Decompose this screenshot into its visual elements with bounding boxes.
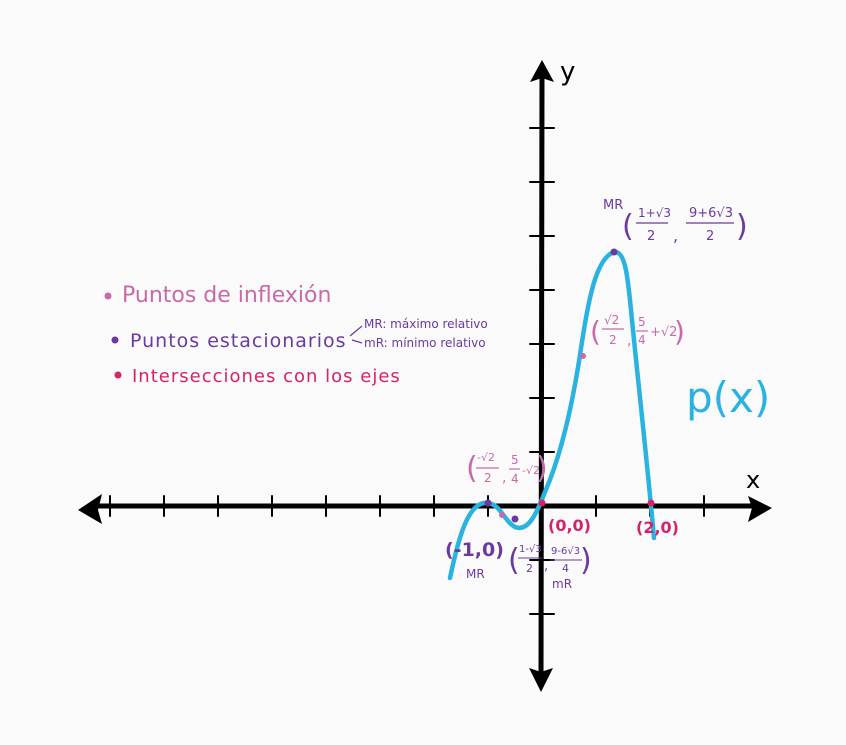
legend-stationary-label: Puntos estacionarios: [130, 330, 347, 352]
y-axis: [538, 75, 545, 683]
point-origin-dot: [538, 499, 546, 507]
point-inflex-left-dot: [499, 512, 505, 518]
legend-min-note: mR: mínimo relativo: [364, 336, 486, 350]
legend-stationary-brace-bottom: [351, 339, 363, 344]
min-right-x-den: 2: [526, 562, 533, 575]
min-right-comma: ,: [544, 559, 548, 574]
y-axis-bottom-arrow-icon: [529, 668, 553, 692]
point-root-two-dot: [647, 499, 655, 507]
inflex-left-open-paren: (: [466, 451, 478, 486]
point-inflex-right-dot: [580, 353, 586, 359]
min-right-y-num: 9-6√3: [551, 546, 580, 557]
max-top-tag: MR: [603, 198, 623, 213]
inflex-left-y-den: 4: [511, 472, 519, 486]
legend-intersections-label: Intersecciones con los ejes: [132, 366, 401, 387]
x-axis-ticks: [109, 495, 705, 517]
inflex-right-comma: ,: [627, 333, 631, 349]
max-top-x-num: 1+√3: [638, 206, 671, 220]
inflex-right-x-den: 2: [609, 333, 617, 347]
x-axis-label: x: [746, 466, 760, 494]
max-top-y-den: 2: [706, 229, 714, 244]
annotation-max-top: MR ( 1+√3 2 , 9+6√3 2 ): [603, 198, 748, 245]
legend-inflexion-label: Puntos de inflexión: [122, 283, 331, 308]
min-right-close-paren: ): [580, 543, 592, 578]
max-left-coords: (-1,0): [445, 539, 504, 561]
annotation-min-right: ( 1-√3 2 , 9-6√3 4 ) mR: [508, 543, 592, 591]
x-axis-right-arrow-icon: [748, 496, 772, 522]
point-max-left-dot: [484, 499, 492, 507]
y-axis-top-arrow-icon: [530, 60, 554, 82]
inflex-left-close-paren: ): [536, 451, 548, 486]
max-left-tag: MR: [466, 567, 485, 581]
annotation-inflex-right: ( √2 2 , 5 4 +√2 ): [590, 313, 685, 349]
legend-max-note: MR: máximo relativo: [364, 317, 488, 331]
inflex-right-close-paren: ): [674, 315, 685, 348]
inflex-left-comma: ,: [502, 470, 506, 486]
annotation-inflex-left: ( -√2 2 , 5 4 -√2 ): [466, 451, 548, 486]
max-top-y-num: 9+6√3: [689, 206, 733, 221]
inflex-left-y-num: 5: [511, 453, 519, 467]
origin-coords: (0,0): [548, 516, 591, 535]
inflex-left-x-den: 2: [484, 471, 492, 485]
legend-stationary-bullet: [111, 336, 119, 344]
inflex-right-y-extra: +√2: [650, 325, 677, 340]
legend-intersections-bullet: [114, 371, 122, 379]
inflex-right-y-den: 4: [638, 333, 646, 347]
inflex-right-y-num: 5: [638, 315, 646, 329]
legend-stationary-brace-top: [349, 325, 363, 337]
point-max-top-dot: [610, 248, 618, 256]
root-two-coords: (2,0): [636, 518, 679, 537]
inflex-right-open-paren: (: [590, 315, 601, 348]
min-right-y-den: 4: [562, 562, 569, 575]
annotation-max-left: (-1,0) MR: [445, 539, 504, 581]
inflex-left-x-num: -√2: [477, 451, 495, 464]
y-axis-label: y: [560, 57, 575, 87]
min-right-tag: mR: [552, 577, 572, 591]
max-top-open-paren: (: [622, 209, 634, 244]
x-axis-left-arrow-icon: [78, 494, 102, 524]
inflex-right-x-num: √2: [604, 313, 619, 327]
inflex-left-y-extra: -√2: [522, 464, 540, 477]
min-right-x-num: 1-√3: [519, 544, 542, 555]
function-curve: [447, 249, 657, 581]
max-top-close-paren: ): [736, 209, 748, 244]
legend: Puntos de inflexión Puntos estacionarios…: [104, 283, 488, 387]
min-right-open-paren: (: [508, 543, 520, 578]
legend-inflexion-bullet: [104, 292, 112, 300]
max-top-comma: ,: [673, 226, 678, 245]
point-min-right-dot: [511, 515, 519, 523]
max-top-x-den: 2: [647, 229, 655, 244]
function-label: p(x): [686, 373, 770, 422]
